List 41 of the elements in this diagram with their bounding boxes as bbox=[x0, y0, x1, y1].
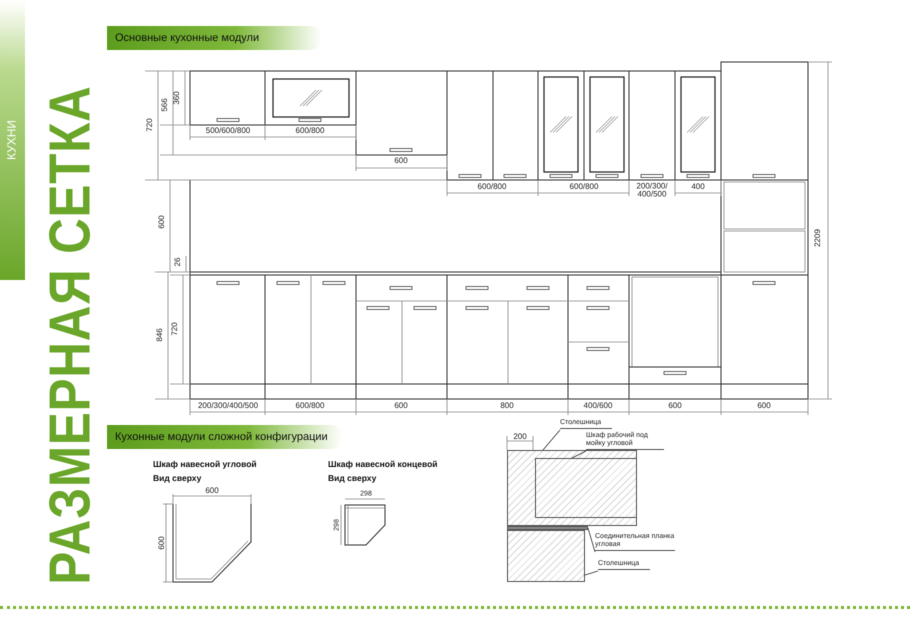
drawing-heading: Вид сверху bbox=[328, 473, 376, 483]
dimension-label: 600 bbox=[158, 215, 166, 229]
dimension-label: 566 bbox=[160, 98, 170, 112]
page-title: РАЗМЕРНАЯ СЕТКА bbox=[36, 85, 104, 585]
section-header: Основные кухонные модули bbox=[107, 26, 322, 50]
dimension-label: 600 bbox=[394, 402, 408, 410]
dimension-label: 720 bbox=[170, 322, 180, 336]
countertop bbox=[507, 450, 637, 526]
dimension-label: 400/600 bbox=[584, 402, 612, 410]
drawing-heading: Шкаф навесной угловой bbox=[153, 459, 257, 469]
leader-line bbox=[542, 430, 560, 450]
dimension-label: 2209 bbox=[814, 229, 822, 247]
leader-line bbox=[588, 528, 596, 552]
dimension-label: 200 bbox=[513, 432, 527, 442]
connecting-strip bbox=[507, 526, 588, 530]
dimension-label: 720 bbox=[146, 118, 154, 132]
dimension-label: 600/800 bbox=[296, 126, 324, 136]
countertop bbox=[507, 530, 585, 582]
dimension-label: 500/600/800 bbox=[206, 126, 250, 136]
dimension-label: 600 bbox=[205, 486, 219, 496]
drawing-heading: Вид сверху bbox=[153, 473, 202, 483]
dimension-label: 200/300/ 400/500 bbox=[635, 182, 669, 200]
drawing-heading: Шкаф навесной концевой bbox=[328, 459, 438, 469]
dimension-label: 200/300/400/500 bbox=[198, 402, 258, 410]
dimension-label: 400 bbox=[691, 182, 705, 192]
dimension-label: 600 bbox=[394, 156, 408, 166]
dimension-label: 360 bbox=[172, 91, 182, 105]
dimension-label: 26 bbox=[174, 258, 182, 266]
dimension-label: 600/800 bbox=[570, 182, 598, 192]
dimension-label: 600 bbox=[757, 402, 771, 410]
leader-line bbox=[584, 570, 598, 576]
dimension-label: 846 bbox=[156, 328, 164, 342]
section-header: Кухонные модули сложной конфигурации bbox=[107, 425, 343, 449]
leader-line bbox=[572, 450, 586, 458]
dimension-label: 600 bbox=[158, 536, 166, 550]
dimension-label: 800 bbox=[500, 402, 514, 410]
sink-cabinet-outline bbox=[535, 458, 637, 518]
section-label: КУХНИ bbox=[6, 120, 18, 160]
dimension-label: 600/800 bbox=[296, 402, 324, 410]
dimension-label: 600/800 bbox=[478, 182, 506, 192]
dimension-label: 600 bbox=[668, 402, 682, 410]
